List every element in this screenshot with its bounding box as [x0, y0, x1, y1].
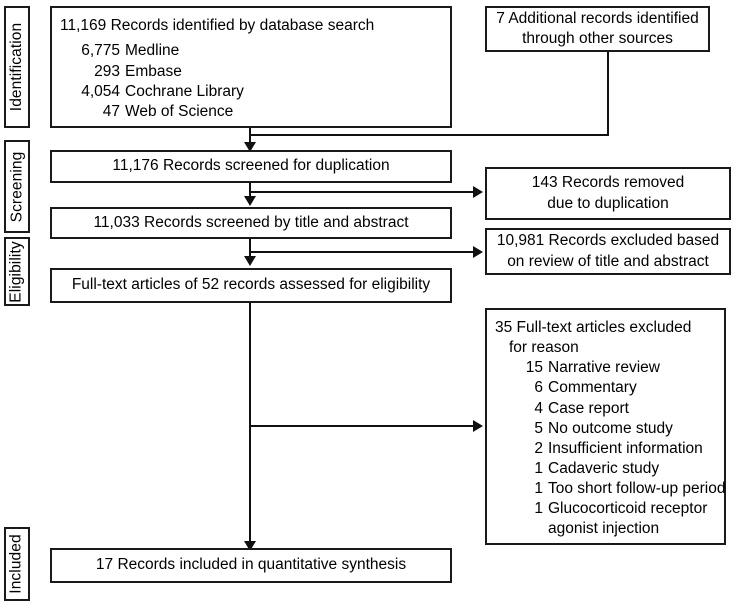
database-source-count: 6,775: [81, 42, 120, 60]
database-source-count: 4,054: [81, 82, 120, 100]
arrow-into-included-synthesis: [244, 541, 256, 551]
box-other-sources: 7 Additional records identified through …: [485, 6, 710, 52]
database-search-source-list: 6,775 Medline 293 Embase 4,054 Cochrane Lib…: [60, 41, 442, 122]
fulltext-excluded-reason-count: 1: [534, 459, 543, 477]
other-sources-line-2: through other sources: [522, 30, 673, 47]
fulltext-excluded-reason-text: Too short follow-up period: [548, 480, 726, 498]
fulltext-excluded-reason-text: Glucocorticoid receptor: [548, 500, 708, 518]
box-fulltext-excluded: 35 Full-text articles excluded for reaso…: [485, 308, 726, 545]
fulltext-excluded-reason-text: Cadaveric study: [548, 459, 660, 477]
arrow-into-excluded-title-abstract: [473, 246, 483, 258]
database-source-item: 6,775 Medline: [74, 41, 442, 61]
included-synthesis-text: 17 Records included in quantitative synt…: [95, 556, 407, 574]
box-included-synthesis: 17 Records included in quantitative synt…: [50, 548, 452, 583]
connector-title-to-fulltext: [249, 238, 251, 260]
fulltext-excluded-reason-count: 5: [534, 419, 543, 437]
fulltext-excluded-reason-item: 4 Case report: [521, 399, 716, 419]
stage-label-eligibility-text: Eligibility: [8, 240, 25, 303]
fulltext-excluded-reason-text: Insufficient information: [548, 439, 703, 457]
fulltext-excluded-reason-text: agonist injection: [548, 520, 660, 538]
fulltext-excluded-reason-item: 5 No outcome study: [521, 419, 716, 439]
connector-fulltext-to-included: [249, 303, 251, 545]
fulltext-excluded-reason-item: agonist injection: [521, 519, 716, 539]
fulltext-excluded-reason-item: 15 Narrative review: [521, 358, 716, 378]
connector-branch-removed-duplication: [249, 191, 477, 193]
excluded-title-abstract-line-1: 10,981 Records excluded based: [496, 232, 720, 250]
excluded-title-abstract-line-2: on review of title and abstract: [507, 252, 709, 270]
fulltext-excluded-reason-count: 4: [534, 399, 543, 417]
database-source-item: 4,054 Cochrane Library: [74, 82, 442, 102]
fulltext-excluded-reason-count: 1: [534, 500, 543, 518]
arrow-into-fulltext-excluded: [473, 420, 483, 432]
fulltext-excluded-reason-count: 6: [534, 379, 543, 397]
connector-merge-to-screening: [249, 134, 251, 146]
stage-label-identification-text: Identification: [8, 22, 25, 112]
database-source-name: Cochrane Library: [125, 82, 244, 100]
stage-label-included-text: Included: [8, 534, 25, 594]
stage-label-included: Included: [4, 527, 30, 601]
fulltext-assessed-text: Full-text articles of 52 records assesse…: [71, 276, 431, 294]
fulltext-excluded-reason-text: No outcome study: [548, 419, 673, 437]
arrow-into-fulltext-assessed: [244, 256, 256, 266]
stage-label-screening-text: Screening: [8, 151, 26, 222]
other-sources-line-1: 7 Additional records identified: [496, 9, 699, 27]
screened-title-abstract-text: 11,033 Records screened by title and abs…: [93, 213, 409, 231]
fulltext-excluded-reason-item: 1 Glucocorticoid receptor: [521, 499, 716, 519]
fulltext-excluded-headline-1: 35 Full-text articles excluded: [495, 319, 692, 336]
fulltext-excluded-headline-2: for reason: [509, 339, 579, 357]
box-fulltext-assessed: Full-text articles of 52 records assesse…: [50, 268, 452, 303]
fulltext-excluded-reason-count: 1: [534, 480, 543, 498]
database-search-headline: 11,169 Records identified by database se…: [60, 17, 375, 34]
database-source-name: Embase: [125, 62, 182, 80]
connector-merge-bar: [249, 134, 609, 136]
connector-branch-fulltext-excluded: [249, 425, 477, 427]
removed-duplication-line-1: 143 Records removed: [531, 174, 685, 192]
box-database-search: 11,169 Records identified by database se…: [50, 6, 452, 128]
arrow-into-removed-duplication: [473, 186, 483, 198]
box-screened-title-abstract: 11,033 Records screened by title and abs…: [50, 207, 452, 239]
removed-duplication-line-2: due to duplication: [547, 194, 669, 212]
fulltext-excluded-reason-item: 6 Commentary: [521, 378, 716, 398]
stage-label-screening: Screening: [4, 140, 30, 233]
box-screened-duplication: 11,176 Records screened for duplication: [50, 150, 452, 183]
arrow-into-screened-title-abstract: [244, 196, 256, 206]
connector-other-sources-down: [607, 52, 609, 135]
stage-label-eligibility: Eligibility: [4, 237, 30, 306]
stage-label-identification: Identification: [4, 6, 30, 128]
fulltext-excluded-reason-item: 1 Too short follow-up period: [521, 479, 725, 499]
connector-database-search-down: [249, 127, 251, 138]
fulltext-excluded-reason-item: 1 Cadaveric study: [521, 459, 716, 479]
box-removed-duplication: 143 Records removed due to duplication: [485, 167, 731, 220]
connector-branch-excluded-title-abstract: [249, 251, 477, 253]
arrow-into-screened-duplication: [244, 142, 256, 152]
fulltext-excluded-reason-text: Case report: [548, 399, 629, 417]
database-source-count: 293: [94, 62, 120, 80]
fulltext-excluded-reason-count: 2: [534, 439, 543, 457]
database-source-count: 47: [102, 102, 120, 120]
box-excluded-title-abstract: 10,981 Records excluded based on review …: [485, 228, 731, 275]
database-source-name: Web of Science: [125, 102, 234, 120]
database-source-name: Medline: [125, 42, 180, 60]
database-source-item: 47 Web of Science: [74, 102, 442, 122]
screened-duplication-text: 11,176 Records screened for duplication: [112, 157, 390, 175]
fulltext-excluded-reason-item: 2 Insufficient information: [521, 439, 716, 459]
database-source-item: 293 Embase: [74, 62, 442, 82]
fulltext-excluded-reason-count: 15: [525, 359, 543, 377]
fulltext-excluded-reason-text: Narrative review: [548, 359, 660, 377]
fulltext-excluded-reason-text: Commentary: [548, 379, 637, 397]
